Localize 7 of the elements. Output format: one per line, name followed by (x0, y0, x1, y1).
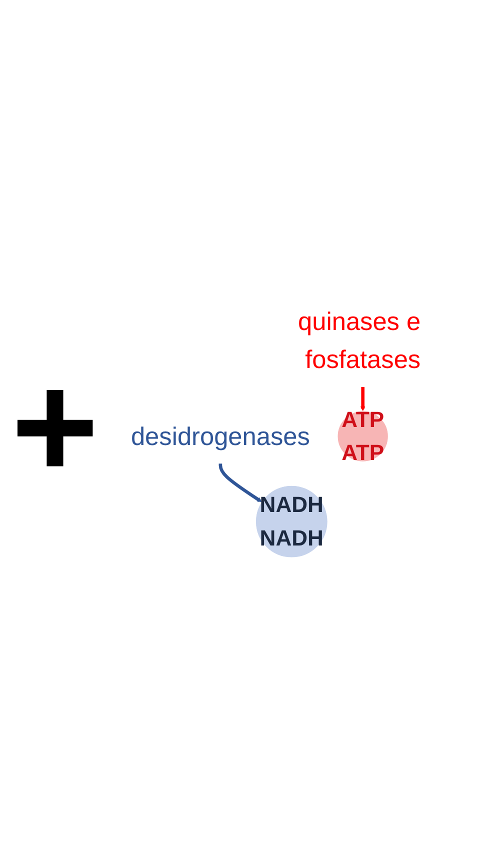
node-text: desidrogenases (130, 421, 310, 450)
plus-sign: + (11, 350, 99, 500)
node-circle: NADH NADH (255, 484, 328, 558)
node-text: quinases e fosfatases (298, 306, 421, 374)
node-circle: ATP ATP (337, 410, 388, 462)
arrow (360, 386, 366, 411)
arrow (218, 463, 262, 502)
